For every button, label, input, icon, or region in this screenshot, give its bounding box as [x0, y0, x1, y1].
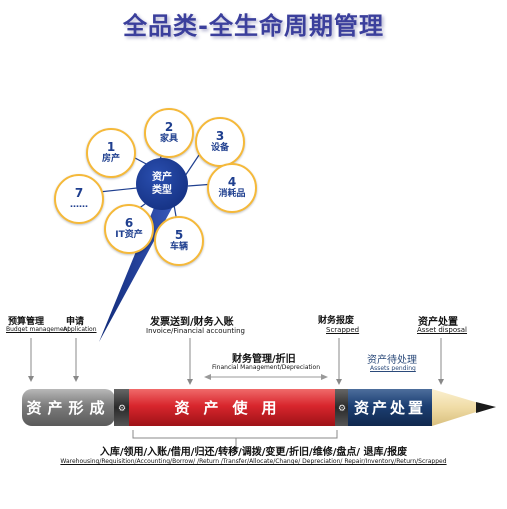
stage-pending-en: Assets pending — [370, 365, 416, 372]
stage-scrapped-en: Scrapped — [326, 326, 360, 334]
category-node-equipment: 3 设备 — [195, 117, 245, 167]
hub-label-line2: 类型 — [152, 185, 172, 196]
asset-type-hub: 资产 类型 — [136, 158, 188, 210]
page-title: 全品类-全生命周期管理 — [123, 12, 384, 40]
stage-arrowheads — [28, 376, 444, 385]
bar-band-2 — [335, 389, 349, 426]
category-node-consumables: 4 消耗品 — [207, 163, 257, 213]
category-node-furniture: 2 家具 — [144, 108, 194, 158]
bar-formation-label: 资产形成 — [26, 399, 111, 417]
category-label: 车辆 — [169, 242, 188, 252]
pencil-lead — [476, 402, 496, 413]
usage-bracket — [132, 430, 338, 439]
category-number: 7 — [74, 186, 84, 200]
stage-disposal-en: Asset disposal — [417, 326, 468, 334]
category-number: 5 — [174, 228, 184, 242]
bar-formation — [22, 389, 115, 426]
category-label: 消耗品 — [218, 189, 246, 199]
stage-invoice-en: Invoice/Financial accounting — [146, 327, 245, 335]
hub-pointer — [99, 205, 172, 342]
usage-activities-en: Warehousing/Requisition/Accounting/Borro… — [60, 458, 447, 465]
stage-depreciation-en: Financial Management/Depreciation — [212, 364, 321, 371]
category-label: IT资产 — [115, 230, 143, 240]
bar-band-1 — [114, 389, 130, 426]
stage-disposal-label: 资产处置 — [418, 317, 458, 328]
bar-disposal — [348, 389, 432, 426]
category-node-it-assets: 6 IT资产 — [104, 204, 154, 254]
category-label: 家具 — [159, 134, 178, 144]
category-number: 2 — [164, 120, 174, 134]
category-number: 1 — [106, 140, 116, 154]
category-label: …… — [70, 200, 88, 210]
stage-apply-en: Application — [63, 326, 97, 333]
category-number: 3 — [215, 129, 225, 143]
category-number: 4 — [227, 175, 237, 189]
stage-arrows — [30, 338, 442, 380]
stage-scrapped-label: 财务报废 — [318, 316, 355, 326]
hub-label-line1: 资产 — [152, 172, 172, 183]
category-number: 6 — [124, 216, 134, 230]
stage-budget-en: Budget management — [6, 326, 70, 333]
stage-pending-label: 资产待处理 — [367, 355, 417, 366]
svg-text:⚙: ⚙ — [118, 404, 126, 414]
stage-depreciation-label: 财务管理/折旧 — [232, 354, 296, 365]
stage-budget-label: 预算管理 — [8, 317, 45, 327]
stage-apply-label: 申请 — [66, 317, 85, 327]
bar-usage — [129, 389, 336, 426]
bar-disposal-label: 资产处置 — [353, 399, 426, 417]
category-node-realestate: 1 房产 — [86, 128, 136, 178]
svg-text:⚙: ⚙ — [338, 404, 346, 414]
stage-invoice-label: 发票送到/财务入账 — [150, 317, 234, 328]
category-node-more: 7 …… — [54, 174, 104, 224]
category-node-vehicles: 5 车辆 — [154, 216, 204, 266]
usage-activities-label: 入库/领用/入账/借用/归还/转移/调拨/变更/折旧/维修/盘点/ 退库/报废 — [99, 447, 408, 458]
category-label: 房产 — [101, 154, 120, 164]
bar-usage-label: 资产使用 — [174, 399, 291, 417]
category-label: 设备 — [210, 143, 229, 153]
pencil-wood — [432, 389, 492, 426]
